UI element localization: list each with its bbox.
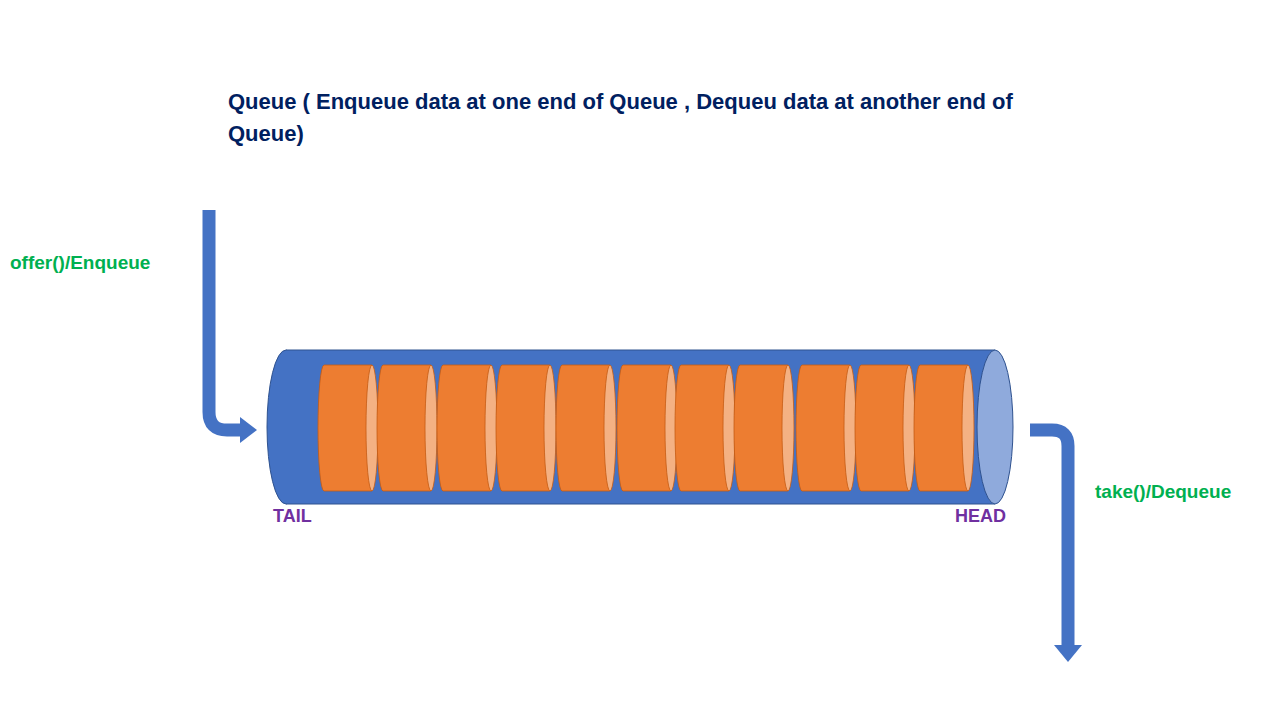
dequeue-arrow [1030,430,1068,646]
operation-label: offer()/Enqueue [10,252,150,274]
queue-element [782,365,794,491]
queue-element [723,365,735,491]
queue-element [861,365,909,491]
queue-element [366,365,378,491]
enqueue-arrow [209,210,241,430]
dequeue-arrowhead [1054,645,1082,662]
cylinder-head-end [977,350,1013,504]
queue-element [903,365,915,491]
queue-element [681,491,729,492]
queue-element [962,365,974,491]
queue-elements [318,365,974,491]
queue-element [562,365,610,366]
queue-element [623,365,671,491]
queue-element [383,491,431,492]
queue-element [844,365,856,491]
queue-element [502,365,550,366]
queue-element [623,365,671,366]
queue-element [562,365,610,491]
queue-element [623,491,671,492]
queue-element [604,365,616,491]
queue-element [443,365,491,366]
queue-element [383,365,431,366]
enqueue-arrowhead [240,417,257,443]
queue-element [324,365,372,491]
queue-element [802,365,850,366]
end-label: HEAD [955,506,1006,527]
queue-element [425,365,437,491]
queue-element [443,365,491,491]
queue-cylinder [267,350,995,504]
queue-element [740,491,788,492]
queue-element [681,365,729,366]
diagram-title: Queue ( Enqueue data at one end of Queue… [228,86,1088,150]
queue-element [544,365,556,491]
queue-element [802,491,850,492]
queue-element [740,365,788,491]
queue-element [802,365,850,491]
queue-element [383,365,431,491]
queue-element [502,365,550,491]
queue-element [861,491,909,492]
queue-element [562,491,610,492]
operation-label: take()/Dequeue [1095,481,1231,503]
queue-element [502,491,550,492]
queue-element [920,365,968,366]
queue-element [861,365,909,366]
queue-element [324,365,372,366]
queue-element [920,365,968,491]
queue-element [920,491,968,492]
queue-element [443,491,491,492]
end-label: TAIL [273,506,312,527]
queue-element [740,365,788,366]
queue-element [485,365,497,491]
queue-element [681,365,729,491]
queue-element [324,491,372,492]
